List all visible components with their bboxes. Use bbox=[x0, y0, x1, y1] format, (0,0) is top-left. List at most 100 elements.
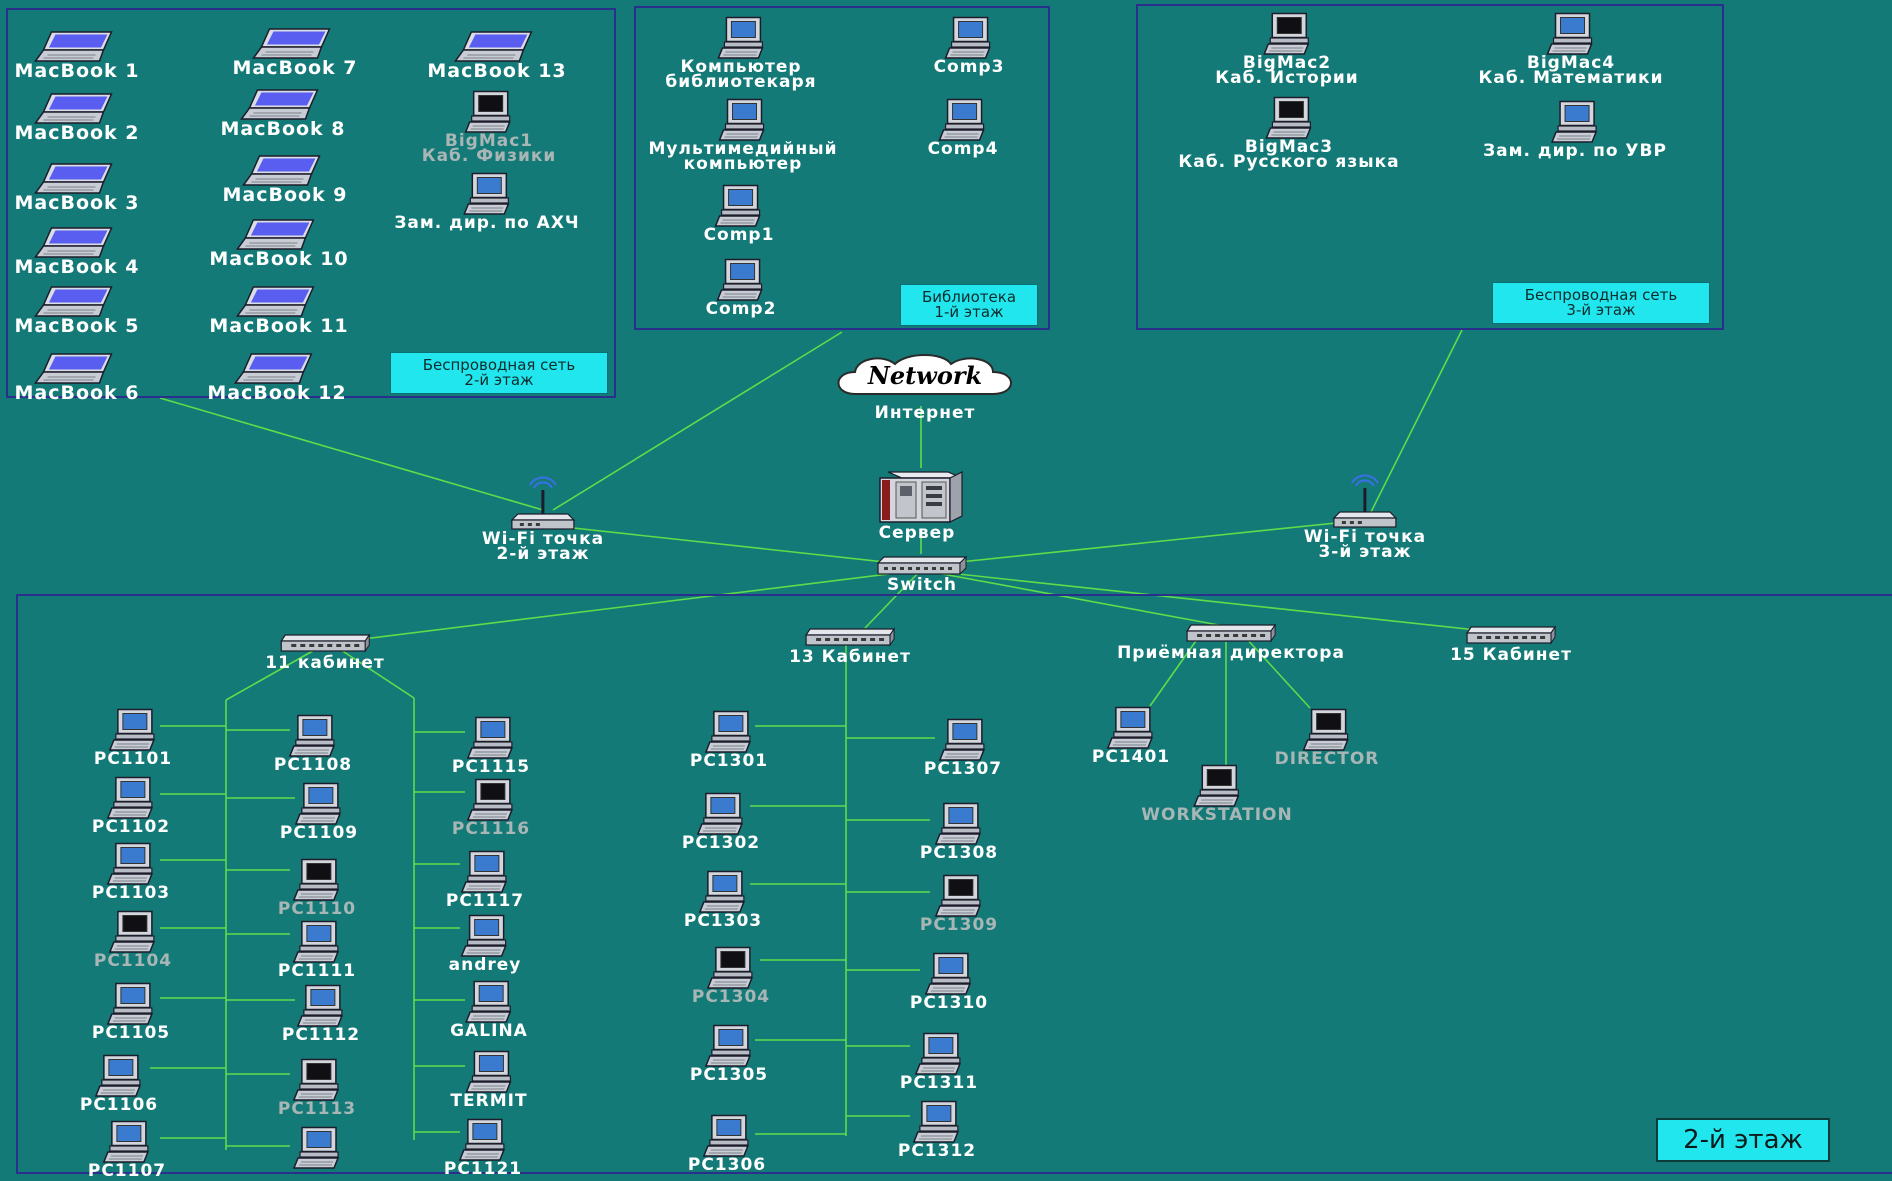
device-label: PC1309 bbox=[919, 915, 999, 935]
device-mb8[interactable]: MacBook 8 bbox=[220, 88, 346, 140]
device-pc1113[interactable]: PC1113 bbox=[278, 1058, 356, 1118]
device-label: PC1109 bbox=[279, 823, 359, 843]
device-mb12[interactable]: MacBook 12 bbox=[207, 352, 346, 403]
link-line bbox=[920, 569, 1236, 629]
device-zam-uvr[interactable]: Зам. дир. по УВР bbox=[1483, 100, 1667, 160]
device-pc1108[interactable]: PC1108 bbox=[273, 714, 353, 775]
device-label: PC1312 bbox=[897, 1141, 977, 1161]
device-hubdir[interactable]: Приёмная директора bbox=[1117, 622, 1345, 663]
device-pc1311[interactable]: PC1311 bbox=[899, 1032, 979, 1093]
device-comp1[interactable]: Comp1 bbox=[704, 184, 775, 244]
device-galina[interactable]: GALINA bbox=[450, 980, 528, 1040]
device-comp4[interactable]: Comp4 bbox=[928, 98, 999, 158]
computer-icon bbox=[924, 718, 1002, 762]
device-mb3[interactable]: MacBook 3 bbox=[14, 162, 140, 214]
device-pc1307[interactable]: PC1307 bbox=[924, 718, 1002, 778]
device-pc1302[interactable]: PC1302 bbox=[682, 792, 760, 852]
link-line bbox=[920, 569, 1496, 633]
link-line bbox=[1245, 637, 1311, 709]
computer-offline-icon bbox=[422, 90, 557, 134]
device-workstation[interactable]: WORKSTATION bbox=[1141, 764, 1292, 824]
device-label: MacBook 7 bbox=[232, 57, 358, 79]
device-mb7[interactable]: MacBook 7 bbox=[232, 27, 358, 79]
device-pc1111[interactable]: PC1111 bbox=[278, 920, 356, 980]
device-pc1303[interactable]: PC1303 bbox=[684, 870, 762, 930]
device-pc1117[interactable]: PC1117 bbox=[446, 850, 524, 910]
device-pc1105[interactable]: PC1105 bbox=[92, 982, 170, 1042]
device-label: Сервер bbox=[878, 523, 956, 543]
device-hub13[interactable]: 13 Кабинет bbox=[789, 626, 911, 666]
device-zam-ahch[interactable]: Зам. дир. по АХЧ bbox=[394, 172, 579, 232]
device-pc1312[interactable]: PC1312 bbox=[897, 1100, 977, 1161]
device-label: MacBook 1 bbox=[14, 60, 140, 82]
device-pc1309[interactable]: PC1309 bbox=[919, 874, 999, 935]
device-pc1110[interactable]: PC1110 bbox=[278, 858, 356, 918]
device-mb10[interactable]: MacBook 10 bbox=[209, 218, 348, 269]
floor-badge: 2-й этаж bbox=[1656, 1118, 1830, 1162]
device-pc1116[interactable]: PC1116 bbox=[452, 778, 530, 838]
device-pc1109[interactable]: PC1109 bbox=[279, 782, 359, 843]
link-line bbox=[552, 331, 843, 511]
device-switch[interactable]: Switch bbox=[874, 554, 970, 594]
computer-icon bbox=[274, 714, 352, 758]
device-pc1121[interactable]: PC1121 bbox=[444, 1118, 522, 1178]
device-pc1106[interactable]: PC1106 bbox=[80, 1054, 158, 1114]
computer-offline-icon bbox=[1178, 96, 1399, 140]
device-pc1103[interactable]: PC1103 bbox=[92, 842, 170, 902]
device-mb2[interactable]: MacBook 2 bbox=[14, 92, 139, 143]
device-label: PC1311 bbox=[899, 1073, 979, 1093]
device-comp3[interactable]: Comp3 bbox=[934, 16, 1005, 76]
device-director[interactable]: DIRECTOR bbox=[1275, 708, 1380, 768]
device-label: PC1104 bbox=[93, 951, 173, 971]
device-mb5[interactable]: MacBook 5 bbox=[14, 285, 139, 336]
device-label: PC1108 bbox=[273, 755, 353, 775]
device-comp2[interactable]: Comp2 bbox=[706, 258, 777, 318]
device-label: Каб. Математики bbox=[1478, 68, 1664, 88]
device-label: MacBook 8 bbox=[220, 118, 346, 140]
device-pc1310[interactable]: PC1310 bbox=[910, 952, 988, 1012]
device-internet[interactable]: Network Интернет bbox=[825, 350, 1025, 423]
floor2-wireless-group bbox=[6, 8, 616, 398]
device-mb6[interactable]: MacBook 6 bbox=[14, 352, 139, 403]
device-pc1308[interactable]: PC1308 bbox=[920, 802, 998, 862]
device-pc1114[interactable] bbox=[290, 1126, 344, 1170]
device-pc1115[interactable]: PC1115 bbox=[452, 716, 530, 776]
device-hub11[interactable]: 11 кабинет bbox=[265, 632, 385, 672]
device-mb1[interactable]: MacBook 1 bbox=[14, 30, 140, 82]
device-pc1306[interactable]: PC1306 bbox=[688, 1114, 766, 1174]
device-mb13[interactable]: MacBook 13 bbox=[427, 30, 566, 81]
device-pc1305[interactable]: PC1305 bbox=[690, 1024, 768, 1084]
device-termit[interactable]: TERMIT bbox=[450, 1050, 527, 1110]
device-label: Интернет bbox=[874, 403, 976, 423]
device-pc1107[interactable]: PC1107 bbox=[88, 1120, 166, 1180]
device-mb11[interactable]: MacBook 11 bbox=[209, 285, 348, 336]
device-pc1304[interactable]: PC1304 bbox=[692, 946, 770, 1006]
computer-offline-icon bbox=[692, 946, 770, 990]
device-pc1112[interactable]: PC1112 bbox=[282, 984, 360, 1044]
device-mb9[interactable]: MacBook 9 bbox=[222, 154, 347, 205]
device-label: PC1102 bbox=[91, 817, 171, 837]
device-hub15[interactable]: 15 Кабинет bbox=[1450, 624, 1572, 664]
library-group bbox=[634, 6, 1050, 330]
device-pc1102[interactable]: PC1102 bbox=[91, 776, 171, 837]
device-pc1301[interactable]: PC1301 bbox=[690, 710, 768, 770]
device-label: BigMac4 bbox=[1526, 53, 1616, 73]
device-label: MacBook 3 bbox=[14, 192, 140, 214]
device-pc1104[interactable]: PC1104 bbox=[93, 910, 173, 971]
device-server[interactable]: Сервер bbox=[868, 468, 966, 543]
computer-icon bbox=[920, 802, 998, 846]
device-pc1401[interactable]: PC1401 bbox=[1092, 706, 1170, 766]
device-pc1101[interactable]: PC1101 bbox=[94, 708, 172, 768]
device-mb4[interactable]: MacBook 4 bbox=[14, 226, 139, 277]
device-label: Приёмная директора bbox=[1117, 643, 1345, 663]
device-andrey[interactable]: andrey bbox=[449, 914, 522, 974]
computer-icon bbox=[928, 98, 999, 142]
